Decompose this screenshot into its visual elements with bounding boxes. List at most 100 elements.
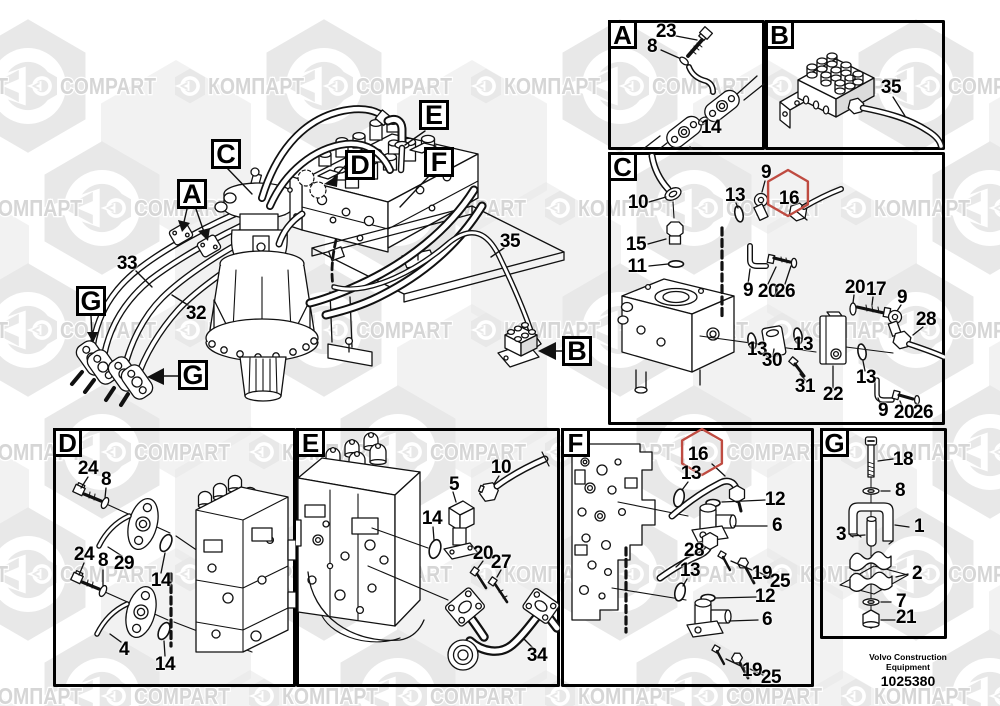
callout-12: 12 xyxy=(754,586,776,607)
footer-part-number: 1025380 xyxy=(880,673,936,689)
panel-letter-D: D xyxy=(53,428,82,457)
callout-9: 9 xyxy=(742,280,754,301)
fitting-5 xyxy=(443,500,479,560)
callout-4: 4 xyxy=(118,639,130,660)
view-letter-box-D: D xyxy=(345,150,375,180)
callout-25: 25 xyxy=(760,667,782,688)
valve-block-f xyxy=(571,443,656,621)
callout-9: 9 xyxy=(877,400,889,421)
callout-28: 28 xyxy=(683,540,705,561)
callout-14: 14 xyxy=(154,654,176,675)
svg-text:КОМПАРТ: КОМПАРТ xyxy=(0,73,9,99)
callout-22: 22 xyxy=(822,384,844,405)
highlight-hexagon-16 xyxy=(766,168,810,218)
panel-f-border xyxy=(561,428,814,687)
view-letter-box-B: B xyxy=(562,336,592,366)
callout-8: 8 xyxy=(100,469,112,490)
svg-text:COMPART: COMPART xyxy=(726,439,823,465)
callout-10: 10 xyxy=(627,192,649,213)
callout-32: 32 xyxy=(185,303,207,324)
svg-text:КОМПАРТ: КОМПАРТ xyxy=(208,73,305,99)
callout-20: 20 xyxy=(472,543,494,564)
manifold-b-ports xyxy=(506,321,537,343)
panel-letter-G: G xyxy=(820,428,849,457)
main-leaders xyxy=(87,130,563,385)
manifold-cylinders xyxy=(802,52,864,115)
svg-text:КОМПАРТ: КОМПАРТ xyxy=(0,317,9,343)
callout-9: 9 xyxy=(760,162,772,183)
svg-text:КОМПАРТ: КОМПАРТ xyxy=(874,195,971,221)
panel-g-border xyxy=(820,428,947,639)
callout-33: 33 xyxy=(116,253,138,274)
panel-f-drawing xyxy=(571,443,772,680)
svg-text:COMPART: COMPART xyxy=(430,439,527,465)
callout-19: 19 xyxy=(741,660,763,681)
callout-23: 23 xyxy=(655,21,677,42)
callout-8: 8 xyxy=(97,550,109,571)
callout-34: 34 xyxy=(526,645,548,666)
svg-text:COMPART: COMPART xyxy=(134,439,231,465)
svg-text:COMPART: COMPART xyxy=(948,561,1000,587)
svg-text:КОМПАРТ: КОМПАРТ xyxy=(0,195,83,221)
svg-text:COMPART: COMPART xyxy=(948,73,1000,99)
callout-6: 6 xyxy=(771,515,783,536)
callout-26: 26 xyxy=(912,402,934,423)
svg-text:КОМПАРТ: КОМПАРТ xyxy=(874,683,971,706)
svg-text:COMPART: COMPART xyxy=(948,317,1000,343)
callout-13: 13 xyxy=(746,339,768,360)
callout-6: 6 xyxy=(761,609,773,630)
manifold-b xyxy=(497,321,540,368)
callout-21: 21 xyxy=(895,607,917,628)
view-letter-box-E: E xyxy=(419,100,449,130)
panel-letter-C: C xyxy=(608,152,637,181)
callout-8: 8 xyxy=(894,480,906,501)
callout-7: 7 xyxy=(895,591,907,612)
pipe-clamps xyxy=(168,222,222,258)
panel-a-drawing xyxy=(641,26,765,150)
elbow-6-bottom xyxy=(686,598,732,638)
callout-20: 20 xyxy=(844,277,866,298)
block-22 xyxy=(819,311,847,365)
callout-5: 5 xyxy=(448,474,460,495)
callout-14: 14 xyxy=(700,117,722,138)
callout-8: 8 xyxy=(646,36,658,57)
panel-c-border xyxy=(608,152,945,425)
view-letter-box-G: G xyxy=(178,360,208,390)
hose-flanges-g xyxy=(70,340,154,407)
view-letter-box-C: C xyxy=(211,139,241,169)
top-hoses xyxy=(258,105,487,320)
svg-text:COMPART: COMPART xyxy=(60,73,157,99)
valve-block-d xyxy=(195,474,296,653)
callout-24: 24 xyxy=(77,458,99,479)
panel-letter-A: A xyxy=(608,20,637,49)
callout-13: 13 xyxy=(679,560,701,581)
callout-27: 27 xyxy=(490,552,512,573)
main-assembly-drawing xyxy=(70,105,565,407)
view-letter-box-G: G xyxy=(76,286,106,316)
highlight-hexagons xyxy=(680,168,810,477)
panel-letter-E: E xyxy=(296,428,325,457)
bolt-18 xyxy=(864,436,878,478)
callout-1: 1 xyxy=(913,516,925,537)
callout-26: 26 xyxy=(774,281,796,302)
callout-12: 12 xyxy=(764,489,786,510)
callout-28: 28 xyxy=(915,309,937,330)
pipe-34 xyxy=(444,587,560,671)
callout-18: 18 xyxy=(892,449,914,470)
callout-3: 3 xyxy=(835,524,847,545)
callout-16: 16 xyxy=(778,188,800,209)
callout-35: 35 xyxy=(880,77,902,98)
callout-31: 31 xyxy=(794,376,816,397)
callout-25: 25 xyxy=(769,571,791,592)
callout-20: 20 xyxy=(757,281,779,302)
callout-19: 19 xyxy=(751,563,773,584)
callout-14: 14 xyxy=(421,508,443,529)
view-letter-box-A: A xyxy=(177,179,207,209)
panel-d-drawing xyxy=(70,474,296,657)
callout-15: 15 xyxy=(625,234,647,255)
callout-10: 10 xyxy=(490,457,512,478)
callout-11: 11 xyxy=(627,256,647,277)
callout-9: 9 xyxy=(896,287,908,308)
